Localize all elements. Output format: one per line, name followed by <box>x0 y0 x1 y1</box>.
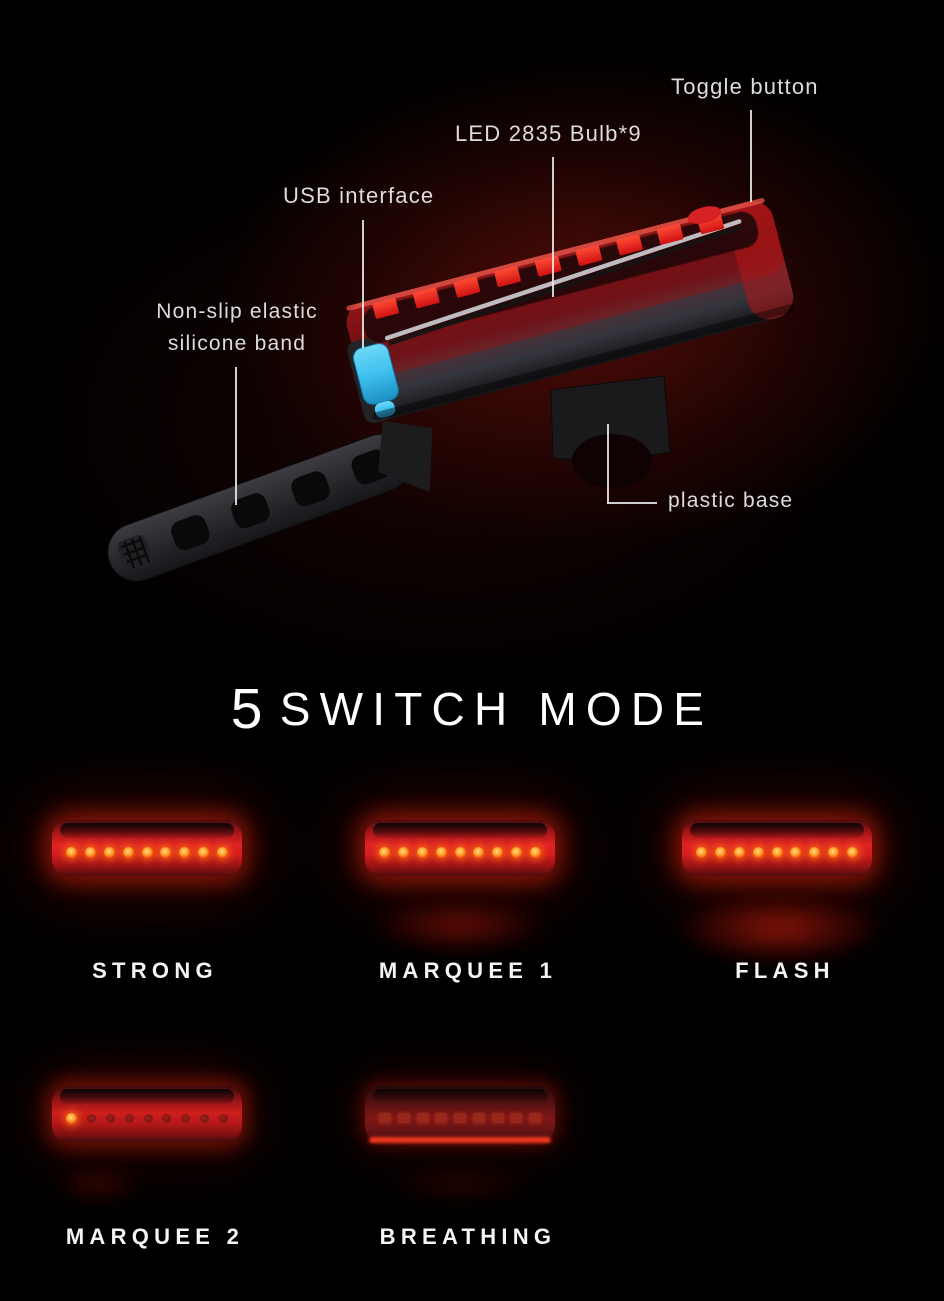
callout-line-base-horizontal <box>607 502 657 504</box>
led-dots <box>379 1113 541 1123</box>
mode-label-strong: STRONG <box>92 958 218 983</box>
light-housing <box>346 198 795 423</box>
ground-glow <box>360 1162 560 1208</box>
strap-grip-texture <box>120 535 151 569</box>
callout-line-toggle <box>750 110 752 202</box>
section-heading: 5 SWITCH MODE <box>0 676 944 742</box>
mode-flash: FLASH <box>654 800 904 1030</box>
callout-usb: USB interface <box>283 183 435 208</box>
lens-reflection-streak <box>384 219 742 341</box>
led-strip <box>372 213 724 319</box>
callout-band-line1: Non-slip elastic <box>156 300 318 323</box>
mode-thumbnail-marquee1 <box>365 820 555 876</box>
led-dots <box>379 847 541 858</box>
callout-band-line2: silicone band <box>167 331 307 355</box>
mode-thumbnail-strong <box>52 820 242 876</box>
tail-light-device-illustration <box>107 198 795 582</box>
usb-plug <box>352 343 399 418</box>
mode-label-marquee2: MARQUEE 2 <box>65 1224 245 1249</box>
mode-marquee2: MARQUEE 2 <box>32 1066 262 1296</box>
mode-label-flash: FLASH <box>735 958 835 983</box>
ground-glow <box>654 886 904 970</box>
callout-line-led <box>552 157 554 297</box>
callout-line-base-vertical <box>607 424 609 504</box>
callout-line-usb <box>362 220 364 348</box>
ground-glow <box>350 892 570 958</box>
led-dots <box>66 847 228 858</box>
mode-thumbnail-marquee2 <box>52 1086 242 1142</box>
mode-label-breathing: BREATHING <box>379 1224 557 1249</box>
mode-breathing: BREATHING <box>345 1066 575 1296</box>
led-dots <box>696 847 858 858</box>
mode-strong: STRONG <box>32 800 262 1030</box>
callout-band: Non-slip elastic silicone band <box>137 296 337 359</box>
mode-label-marquee1: MARQUEE 1 <box>378 958 558 983</box>
led-dots <box>66 1113 228 1124</box>
mode-thumbnail-breathing <box>365 1086 555 1142</box>
mode-thumbnail-flash <box>682 820 872 876</box>
heading-title: SWITCH MODE <box>279 683 714 735</box>
mode-marquee1: MARQUEE 1 <box>345 800 575 1030</box>
ground-glow <box>38 1162 158 1206</box>
toggle-button-part <box>687 206 721 224</box>
silicone-strap <box>107 433 411 582</box>
callout-plastic-base: plastic base <box>668 489 794 512</box>
callout-led: LED 2835 Bulb*9 <box>455 121 642 146</box>
callout-line-band <box>235 367 237 505</box>
callout-toggle-button: Toggle button <box>671 74 819 99</box>
heading-count: 5 <box>230 677 265 741</box>
strap-clamp <box>378 421 432 492</box>
plastic-base-part <box>550 375 671 488</box>
